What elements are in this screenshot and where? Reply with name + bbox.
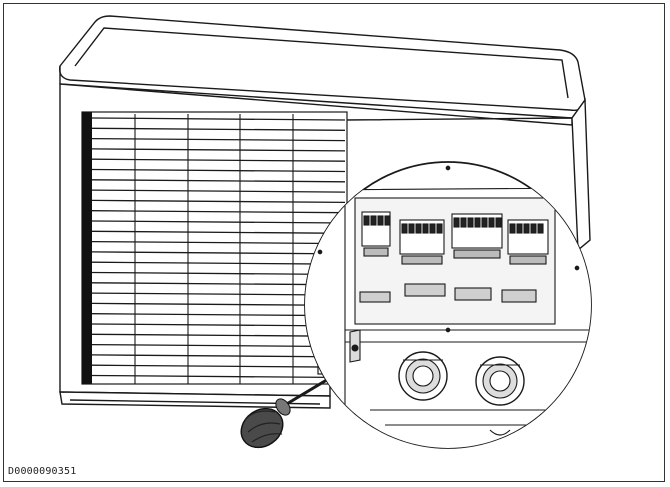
screwdriver <box>240 376 331 449</box>
terminal-screw <box>436 223 443 234</box>
terminal-screw <box>481 217 488 228</box>
terminal-screw <box>474 217 481 228</box>
terminal-screw <box>509 223 516 234</box>
terminal-label-strip <box>401 255 443 265</box>
grille-slat <box>91 220 346 224</box>
detail-contents <box>305 165 591 448</box>
terminal-screw <box>488 217 495 228</box>
pipe-fitting-left <box>398 351 448 401</box>
terminal-screw <box>467 217 474 228</box>
grille-slat <box>91 230 346 234</box>
screw-hole-left <box>317 249 323 255</box>
terminal-screw <box>363 215 370 226</box>
detail-cable <box>489 429 511 436</box>
grille-slat <box>91 189 346 193</box>
screw-hole-right <box>574 265 580 271</box>
grille-slat <box>91 210 346 214</box>
terminal-screw <box>377 215 384 226</box>
grille-slat <box>91 354 346 358</box>
grille-shadow <box>82 112 92 384</box>
detail-lower-lines <box>370 409 560 426</box>
terminal-screw <box>370 215 377 226</box>
grille-slat <box>91 199 346 204</box>
terminal-screw <box>408 223 415 234</box>
terminal-screw <box>401 223 408 234</box>
grille-slat <box>91 333 346 337</box>
grille-slat <box>91 302 346 307</box>
bracket-screw <box>351 344 359 352</box>
terminal-screw <box>429 223 436 234</box>
side-panel <box>571 97 591 252</box>
grille-slat <box>91 168 346 173</box>
screwdriver-handle <box>240 407 284 449</box>
grille-slat <box>91 271 346 276</box>
screwdriver-shaft <box>284 376 331 407</box>
grille-slat <box>91 343 346 348</box>
terminal-label-strip <box>509 255 547 265</box>
grille-slat <box>91 323 346 327</box>
grille-slat <box>91 158 346 162</box>
grille-slat <box>91 313 346 317</box>
terminal-label-strip <box>363 247 389 257</box>
fan-grille <box>81 111 348 385</box>
grille-slat <box>91 374 346 379</box>
terminal-screw <box>415 223 422 234</box>
terminal-label-strip <box>453 249 501 259</box>
terminal-blocks <box>361 211 549 265</box>
grille-slat <box>91 127 346 131</box>
terminal-screw <box>530 223 537 234</box>
grille-slat <box>91 292 346 296</box>
pipe-fitting-right <box>475 356 525 406</box>
connector-row <box>359 283 537 303</box>
grille-outline <box>81 111 348 385</box>
terminal-screw <box>495 217 502 228</box>
top-cover <box>59 15 586 111</box>
terminal-screw <box>516 223 523 234</box>
grille-slat <box>91 137 346 142</box>
grille-slat <box>91 240 346 245</box>
terminal-screw <box>384 215 391 226</box>
terminal-screw <box>537 223 544 234</box>
terminal-screw <box>422 223 429 234</box>
base-rail <box>59 391 331 409</box>
grille-slat <box>91 179 346 183</box>
handle-ferrule <box>275 398 291 416</box>
screw-hole-top <box>445 165 451 171</box>
grille-slat <box>91 364 346 368</box>
terminal-screw <box>460 217 467 228</box>
grille-slat <box>91 261 346 265</box>
grille-slat <box>91 148 346 152</box>
document-id-label: D0000090351 <box>8 466 77 477</box>
terminal-screw <box>453 217 460 228</box>
grille-slat <box>91 117 346 121</box>
top-cover-inner-edge <box>74 27 569 99</box>
terminal-screw <box>523 223 530 234</box>
grille-slat <box>91 282 346 286</box>
grille-slat <box>91 251 346 255</box>
screw-hole-center <box>445 327 451 333</box>
handle-grip-lines <box>244 410 283 443</box>
